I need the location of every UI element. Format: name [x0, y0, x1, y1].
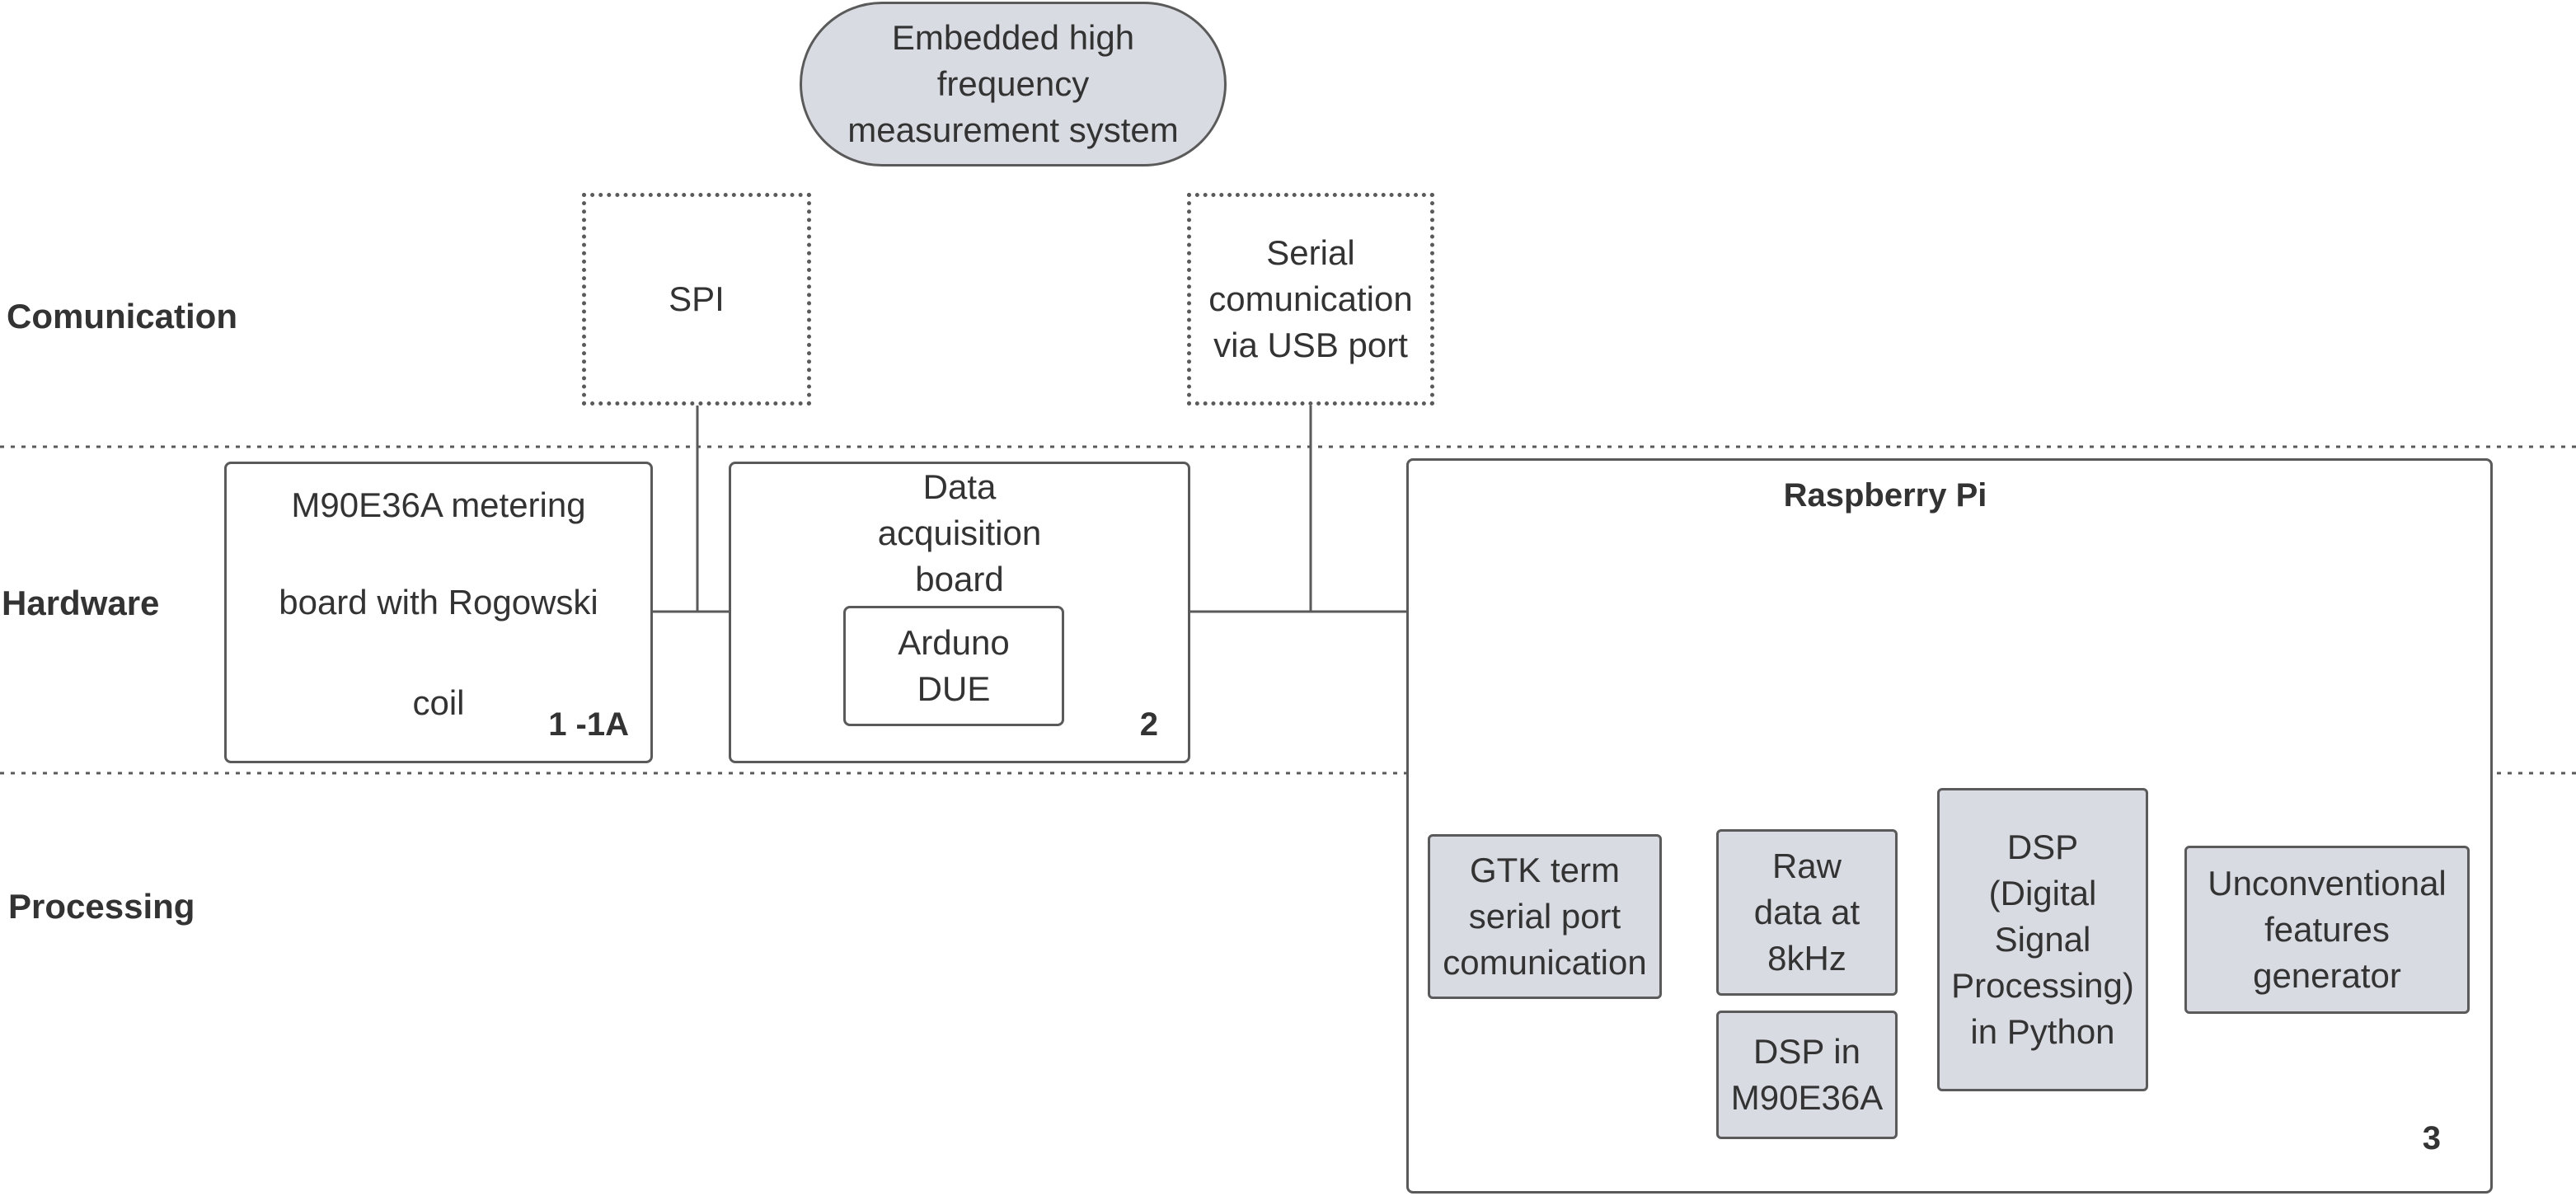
metering-board-box: M90E36A metering board with Rogowski coi…: [224, 462, 653, 763]
spi-box: SPI: [582, 193, 811, 406]
raw-data-box: Raw data at 8kHz: [1716, 829, 1898, 996]
features-generator-label: Unconventional features generator: [2208, 864, 2447, 995]
lane-label-hardware: Hardware: [2, 584, 160, 622]
arduino-due-label: Arduno DUE: [898, 623, 1010, 708]
raw-data-label: Raw data at 8kHz: [1753, 847, 1860, 978]
dsp-m90e36a-label: DSP in M90E36A: [1730, 1032, 1884, 1117]
dsp-python-box: DSP (Digital Signal Processing) in Pytho…: [1937, 788, 2148, 1091]
daq-board-label: Data acquisition board: [877, 467, 1042, 598]
serial-usb-label: Serial comunication via USB port: [1208, 233, 1413, 364]
serial-usb-box: Serial comunication via USB port: [1187, 193, 1434, 406]
raspberry-pi-label: Raspberry Pi: [1783, 477, 1987, 514]
arduino-due-box: Arduno DUE: [843, 606, 1064, 726]
features-generator-box: Unconventional features generator: [2184, 846, 2470, 1014]
metering-board-number: 1 -1A: [548, 706, 629, 743]
metering-board-line2: board with Rogowski: [279, 583, 598, 621]
spi-label: SPI: [669, 279, 725, 318]
metering-board-line1: M90E36A metering: [291, 485, 586, 524]
dsp-m90e36a-box: DSP in M90E36A: [1716, 1011, 1898, 1139]
system-title: Embedded high frequency measurement syst…: [800, 2, 1227, 167]
metering-board-line3: coil: [412, 683, 465, 722]
dsp-python-label: DSP (Digital Signal Processing) in Pytho…: [1951, 828, 2134, 1051]
lane-label-processing: Processing: [8, 887, 195, 926]
daq-board-number: 2: [1139, 706, 1158, 743]
gtk-serial-label: GTK term serial port comunication: [1443, 851, 1647, 982]
raspberry-pi-number: 3: [2422, 1120, 2441, 1156]
lane-label-communication: Comunication: [7, 297, 237, 335]
daq-board-box: Data acquisition board Arduno DUE 2: [729, 462, 1190, 763]
system-title-text: Embedded high frequency measurement syst…: [847, 18, 1179, 149]
gtk-serial-box: GTK term serial port comunication: [1428, 834, 1662, 999]
